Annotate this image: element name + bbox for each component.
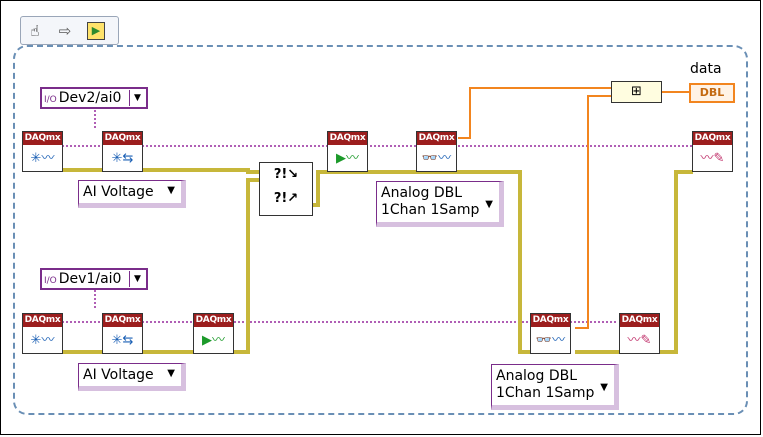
timing-icon: ✳⇆ [111, 151, 134, 166]
daqmx-timing-bottom[interactable]: DAQmx✳⇆ [102, 313, 143, 354]
indicator-label: data [690, 61, 722, 77]
start-task-icon: ▶〰 [202, 333, 225, 348]
chevron-down-icon[interactable]: ▼ [485, 199, 493, 210]
daqmx-clear-top[interactable]: DAQmx〰✎ [692, 131, 733, 172]
read-type-selector-top[interactable]: Analog DBL 1Chan 1Samp ▼ [376, 181, 504, 227]
error-wire-top-in [60, 168, 265, 174]
error-wire-merge-out [313, 170, 530, 354]
daqmx-start-top[interactable]: DAQmx▶〰 [327, 131, 368, 172]
read-type-selector-bottom[interactable]: Analog DBL 1Chan 1Samp ▼ [491, 364, 619, 410]
hand-icon[interactable]: ☝ [30, 22, 40, 40]
ai-voltage-selector-top[interactable]: AI Voltage ▼ [78, 180, 186, 208]
ai-voltage-selector-bottom[interactable]: AI Voltage ▼ [78, 363, 186, 391]
daqmx-read-top[interactable]: DAQmx👓〰 [416, 131, 457, 172]
timing-icon: ✳⇆ [111, 333, 134, 348]
chevron-down-icon[interactable]: ▼ [167, 368, 175, 379]
data-indicator[interactable]: DBL [689, 83, 735, 103]
while-loop-structure[interactable] [13, 45, 748, 415]
read-icon: 👓〰 [535, 333, 566, 348]
error-wire-clear [660, 170, 693, 354]
create-channel-icon: ✳〰 [30, 151, 55, 166]
chevron-down-icon[interactable]: ▼ [129, 90, 145, 106]
daqmx-timing-top[interactable]: DAQmx✳⇆ [102, 131, 143, 172]
start-task-icon: ▶〰 [336, 151, 359, 166]
run-vi-icon[interactable]: ▶ [87, 22, 105, 40]
build-array-icon: ⊞ [631, 84, 642, 99]
data-wire-bottom [575, 95, 611, 329]
daqmx-create-channel-top[interactable]: DAQmx✳〰 [22, 131, 63, 172]
daqmx-create-channel-bottom[interactable]: DAQmx✳〰 [22, 313, 63, 354]
arrow-right-icon[interactable]: ⇨ [58, 22, 72, 40]
build-array-node[interactable]: ⊞ [611, 81, 662, 103]
daqmx-read-bottom[interactable]: DAQmx👓〰 [530, 313, 571, 354]
io-icon: I/O [44, 276, 57, 286]
daqmx-start-bottom[interactable]: DAQmx▶〰 [193, 313, 234, 354]
chevron-down-icon[interactable]: ▼ [129, 271, 145, 287]
daqmx-clear-bottom[interactable]: DAQmx〰✎ [619, 313, 660, 354]
io-icon: I/O [44, 95, 57, 105]
data-wire-top [458, 87, 611, 139]
chevron-down-icon[interactable]: ▼ [167, 185, 175, 196]
read-icon: 👓〰 [421, 151, 452, 166]
tools-palette: ☝ ⇨ ▶ [20, 16, 119, 45]
clear-task-icon: 〰✎ [627, 333, 652, 348]
create-channel-icon: ✳〰 [30, 333, 55, 348]
error-wire-bottom-in [60, 178, 265, 354]
merge-errors-node[interactable]: ?!↘ ?!↗ [259, 162, 313, 216]
clear-task-icon: 〰✎ [700, 151, 725, 166]
chevron-down-icon[interactable]: ▼ [600, 382, 608, 393]
